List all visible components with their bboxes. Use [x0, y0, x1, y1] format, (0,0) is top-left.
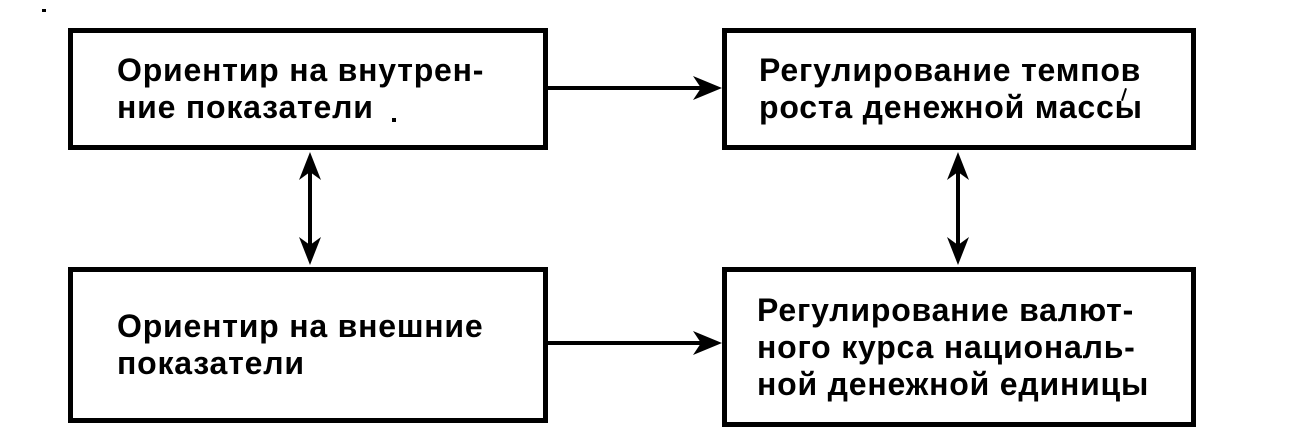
- scan-speck: [392, 118, 396, 122]
- flowchart-node-money-supply-growth: Регулирование темпов роста денежной масс…: [722, 28, 1196, 150]
- arrow-internal-to-money-icon: [548, 76, 722, 100]
- node-label-external-indicators: Ориентир на внешние показатели: [117, 308, 484, 381]
- node-label-internal-indicators: Ориентир на внутрен- ние показатели: [117, 52, 485, 125]
- arrow-external-to-fx-icon: [548, 331, 722, 355]
- scan-speck: [42, 9, 46, 12]
- arrow-money-fx-two-way-icon: [947, 152, 969, 265]
- node-label-exchange-rate-regulation: Регулирование валют- ного курса национал…: [757, 291, 1150, 402]
- flowchart-node-external-indicators: Ориентир на внешние показатели: [68, 267, 548, 423]
- flowchart-node-internal-indicators: Ориентир на внутрен- ние показатели: [68, 28, 548, 150]
- flowchart-node-exchange-rate-regulation: Регулирование валют- ного курса национал…: [722, 267, 1196, 427]
- arrow-internal-external-two-way-icon: [299, 152, 321, 265]
- node-label-money-supply-growth: Регулирование темпов роста денежной масс…: [759, 52, 1143, 125]
